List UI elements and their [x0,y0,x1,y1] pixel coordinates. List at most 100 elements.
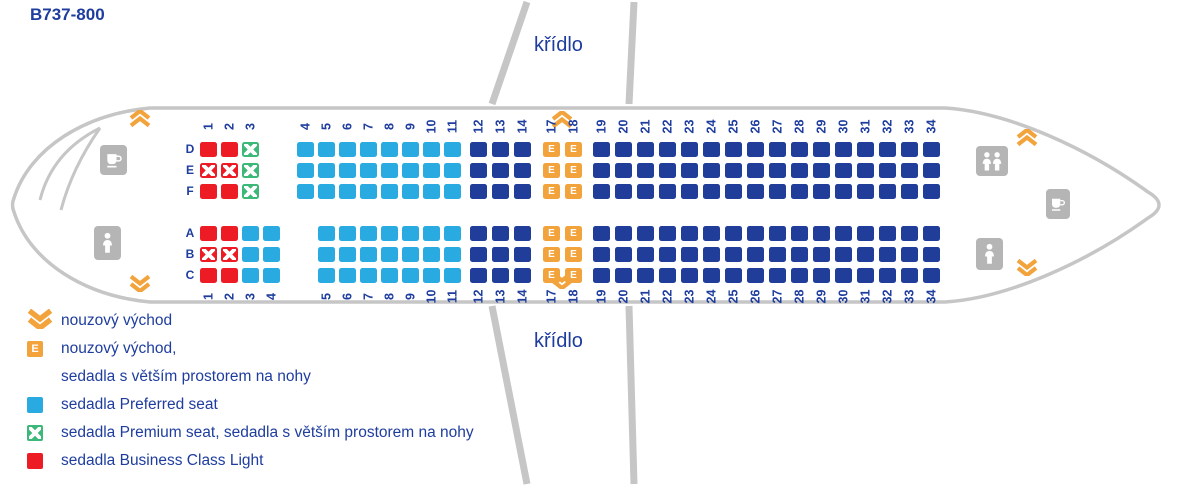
seat-2D [221,142,238,157]
row-number-bottom-22: 22 [660,289,674,303]
seat-letter-B: B [185,247,195,261]
row-number-bottom-1: 1 [201,292,215,300]
seat-9C [402,268,419,283]
row-number-top-21: 21 [638,119,652,133]
seat-24C [703,268,720,283]
seat-30A [835,226,852,241]
seat-26F [747,184,764,199]
row-number-bottom-6: 6 [340,292,354,300]
wing-leading-edge-bottom [488,305,531,485]
seat-30C [835,268,852,283]
seat-12F [470,184,487,199]
row-number-bottom-21: 21 [638,289,652,303]
seat-8C [381,268,398,283]
seat-31C [857,268,874,283]
seat-22C [659,268,676,283]
seat-7A [360,226,377,241]
seat-5B [318,247,335,262]
lavatory-icon [976,238,1003,270]
seat-28B [791,247,808,262]
row-number-bottom-19: 19 [594,289,608,303]
aircraft-title: B737-800 [30,5,105,24]
seat-26A [747,226,764,241]
seat-12E [470,163,487,178]
seat-3E [242,163,259,178]
seat-13D [492,142,509,157]
seat-32B [879,247,896,262]
seat-22B [659,247,676,262]
seat-3B [242,247,259,262]
seat-11C [444,268,461,283]
exit-chevron-icon [1016,129,1038,146]
seat-18B: E [565,247,582,262]
seat-2E [221,163,238,178]
seat-4D [297,142,314,157]
seat-20E [615,163,632,178]
row-number-bottom-8: 8 [382,292,396,300]
seat-18A: E [565,226,582,241]
row-number-bottom-14: 14 [515,289,529,303]
seat-3D [242,142,259,157]
row-number-bottom-2: 2 [222,292,236,300]
seat-7E [360,163,377,178]
seat-20B [615,247,632,262]
row-number-top-29: 29 [814,119,828,133]
seat-24D [703,142,720,157]
seat-letter-E: E [185,163,194,177]
seat-11A [444,226,461,241]
row-number-top-17: 17 [544,119,558,133]
seat-11F [444,184,461,199]
legend-item-preferred: sedadla Preferred seat [27,394,474,416]
seat-29B [813,247,830,262]
seat-7B [360,247,377,262]
seat-28C [791,268,808,283]
galley-icon [1046,189,1070,219]
seat-27E [769,163,786,178]
seat-17E: E [543,163,560,178]
seat-14D [514,142,531,157]
row-number-top-24: 24 [704,119,718,133]
legend-item-premium: sedadla Premium seat, sedadla s větším p… [27,422,474,444]
seat-32D [879,142,896,157]
row-number-top-34: 34 [924,119,938,133]
seat-20A [615,226,632,241]
seat-10D [423,142,440,157]
business-seat-icon [27,453,43,469]
seat-17D: E [543,142,560,157]
seat-23D [681,142,698,157]
row-number-top-8: 8 [382,122,396,130]
row-number-top-30: 30 [836,119,850,133]
seat-21C [637,268,654,283]
row-number-top-25: 25 [726,119,740,133]
seat-17A: E [543,226,560,241]
seat-7F [360,184,377,199]
legend-label: sedadla s větším prostorem na nohy [61,368,311,385]
row-number-top-31: 31 [858,119,872,133]
seat-34F [923,184,940,199]
row-number-bottom-4: 4 [264,292,278,300]
row-number-bottom-29: 29 [814,289,828,303]
seat-6A [339,226,356,241]
seat-32C [879,268,896,283]
row-number-top-13: 13 [493,119,507,133]
seat-33C [901,268,918,283]
row-number-top-1: 1 [201,122,215,130]
seat-5F [318,184,335,199]
seat-25E [725,163,742,178]
wing-trailing-edge-top [625,1,638,105]
seat-31D [857,142,874,157]
row-number-bottom-17: 17 [544,289,558,303]
seat-1C [200,268,217,283]
seat-8D [381,142,398,157]
seat-4B [263,247,280,262]
seat-4A [263,226,280,241]
seat-letter-C: C [185,268,195,282]
seat-23E [681,163,698,178]
seat-33B [901,247,918,262]
seat-25D [725,142,742,157]
seat-30F [835,184,852,199]
cockpit-window-line [59,127,102,211]
row-number-bottom-32: 32 [880,289,894,303]
row-number-bottom-13: 13 [493,289,507,303]
seat-24F [703,184,720,199]
